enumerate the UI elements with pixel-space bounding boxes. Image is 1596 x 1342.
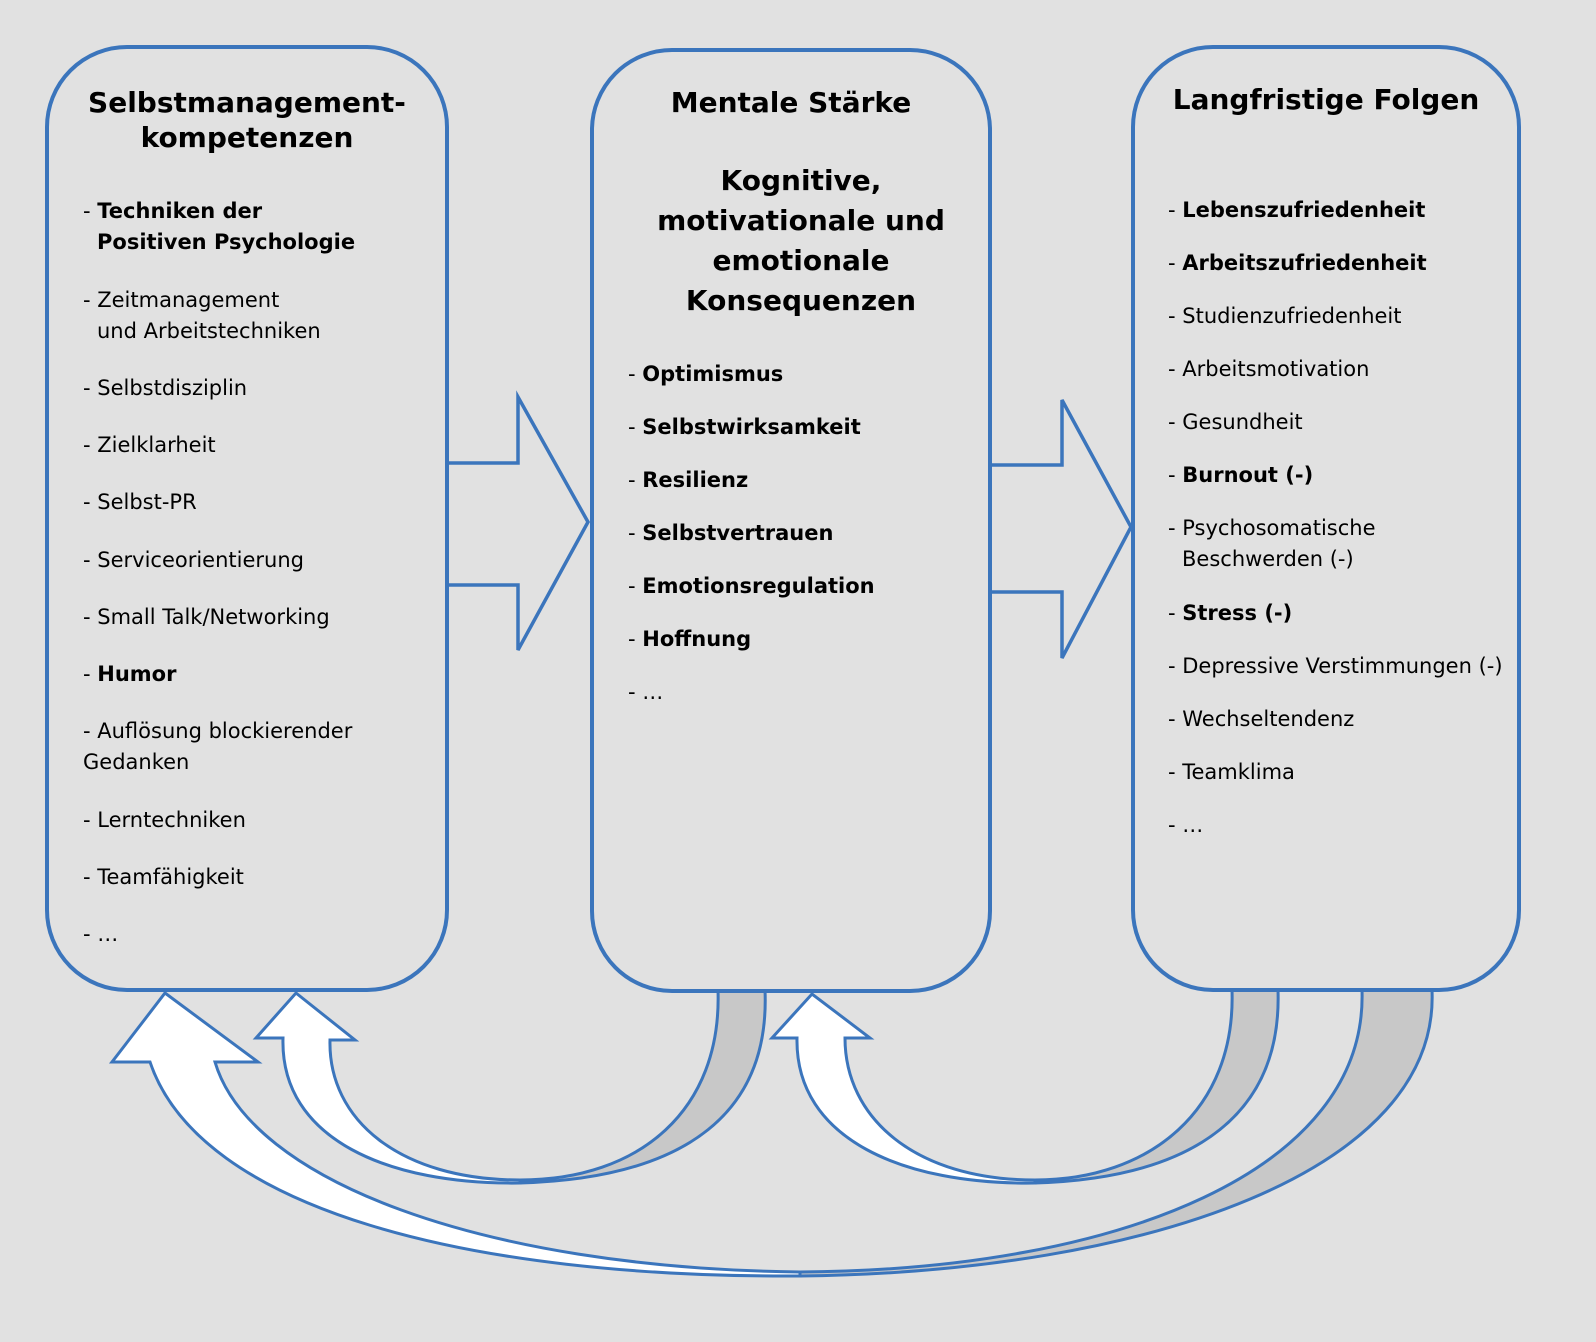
list-item: - Zielklarheit <box>83 433 216 457</box>
list-item: - Optimismus <box>628 362 784 386</box>
feedback-arc-mid-to-left-shadow <box>518 988 767 1185</box>
list-item: - Stress (-) <box>1168 601 1293 625</box>
list-item: - Zeitmanagement und Arbeitstechniken <box>83 288 321 343</box>
list-item: - Serviceorientierung <box>83 548 304 572</box>
list-item: - Lerntechniken <box>83 808 246 832</box>
box-selbstmanagement: Selbstmanagement- kompetenzen - Technike… <box>45 45 449 992</box>
list-item: - Selbstdisziplin <box>83 376 248 400</box>
list-item: - Teamklima <box>1168 760 1295 784</box>
feedback-arc-right-to-left-shadow <box>798 988 1434 1278</box>
box-mentale-staerke: Mentale Stärke Kognitive, motivationale … <box>590 48 992 993</box>
list-item: - Hoffnung <box>628 627 752 651</box>
list-item: - Burnout (-) <box>1168 463 1314 487</box>
list-item: - Humor <box>83 662 177 686</box>
list-item: - … <box>628 680 664 704</box>
forward-arrow-left-to-mid <box>445 390 591 651</box>
list-item: - Gesundheit <box>1168 410 1303 434</box>
box-title: Selbstmanagement- kompetenzen <box>88 86 406 154</box>
list-item: - Small Talk/Networking <box>83 605 330 629</box>
box-title: Mentale Stärke <box>670 86 912 119</box>
feedback-arrow-right-to-mid <box>768 991 1037 1185</box>
list-item: - Emotionsregulation <box>628 574 875 598</box>
list-item: - Arbeitszufriedenheit <box>1168 251 1427 275</box>
feedback-arrow-right-to-left <box>108 990 802 1278</box>
list-item: - Psychosomatische Beschwerden (-) <box>1168 516 1376 571</box>
list-item: - Selbst-PR <box>83 490 197 514</box>
list-item: - Depressive Verstimmungen (-) <box>1168 654 1503 678</box>
list-item: - … <box>83 922 119 946</box>
list-item: - Auflösung blockierender Gedanken <box>83 719 353 774</box>
list-item: - Lebenszufriedenheit <box>1168 198 1426 222</box>
list-item: - Studienzufriedenheit <box>1168 304 1402 328</box>
list-item: - Wechseltendenz <box>1168 707 1355 731</box>
list-item: - … <box>1168 813 1204 837</box>
feedback-arc-right-to-mid-shadow <box>1033 988 1280 1185</box>
list-item: - Selbstwirksamkeit <box>628 415 861 439</box>
list-item: - Techniken der Positiven Psychologie <box>83 199 356 254</box>
list-item: - Selbstvertrauen <box>628 521 834 545</box>
box-title: Langfristige Folgen <box>1172 83 1480 116</box>
box-langfristige-folgen: Langfristige Folgen - Lebenszufriedenhei… <box>1131 45 1521 992</box>
list-item: - Resilienz <box>628 468 749 492</box>
list-item: - Teamfähigkeit <box>83 865 244 889</box>
feedback-arrow-mid-to-left <box>252 990 522 1185</box>
forward-arrow-mid-to-right <box>988 399 1133 659</box>
list-item: - Arbeitsmotivation <box>1168 357 1370 381</box>
box-subtitle: Kognitive, motivationale und emotionale … <box>657 164 945 317</box>
